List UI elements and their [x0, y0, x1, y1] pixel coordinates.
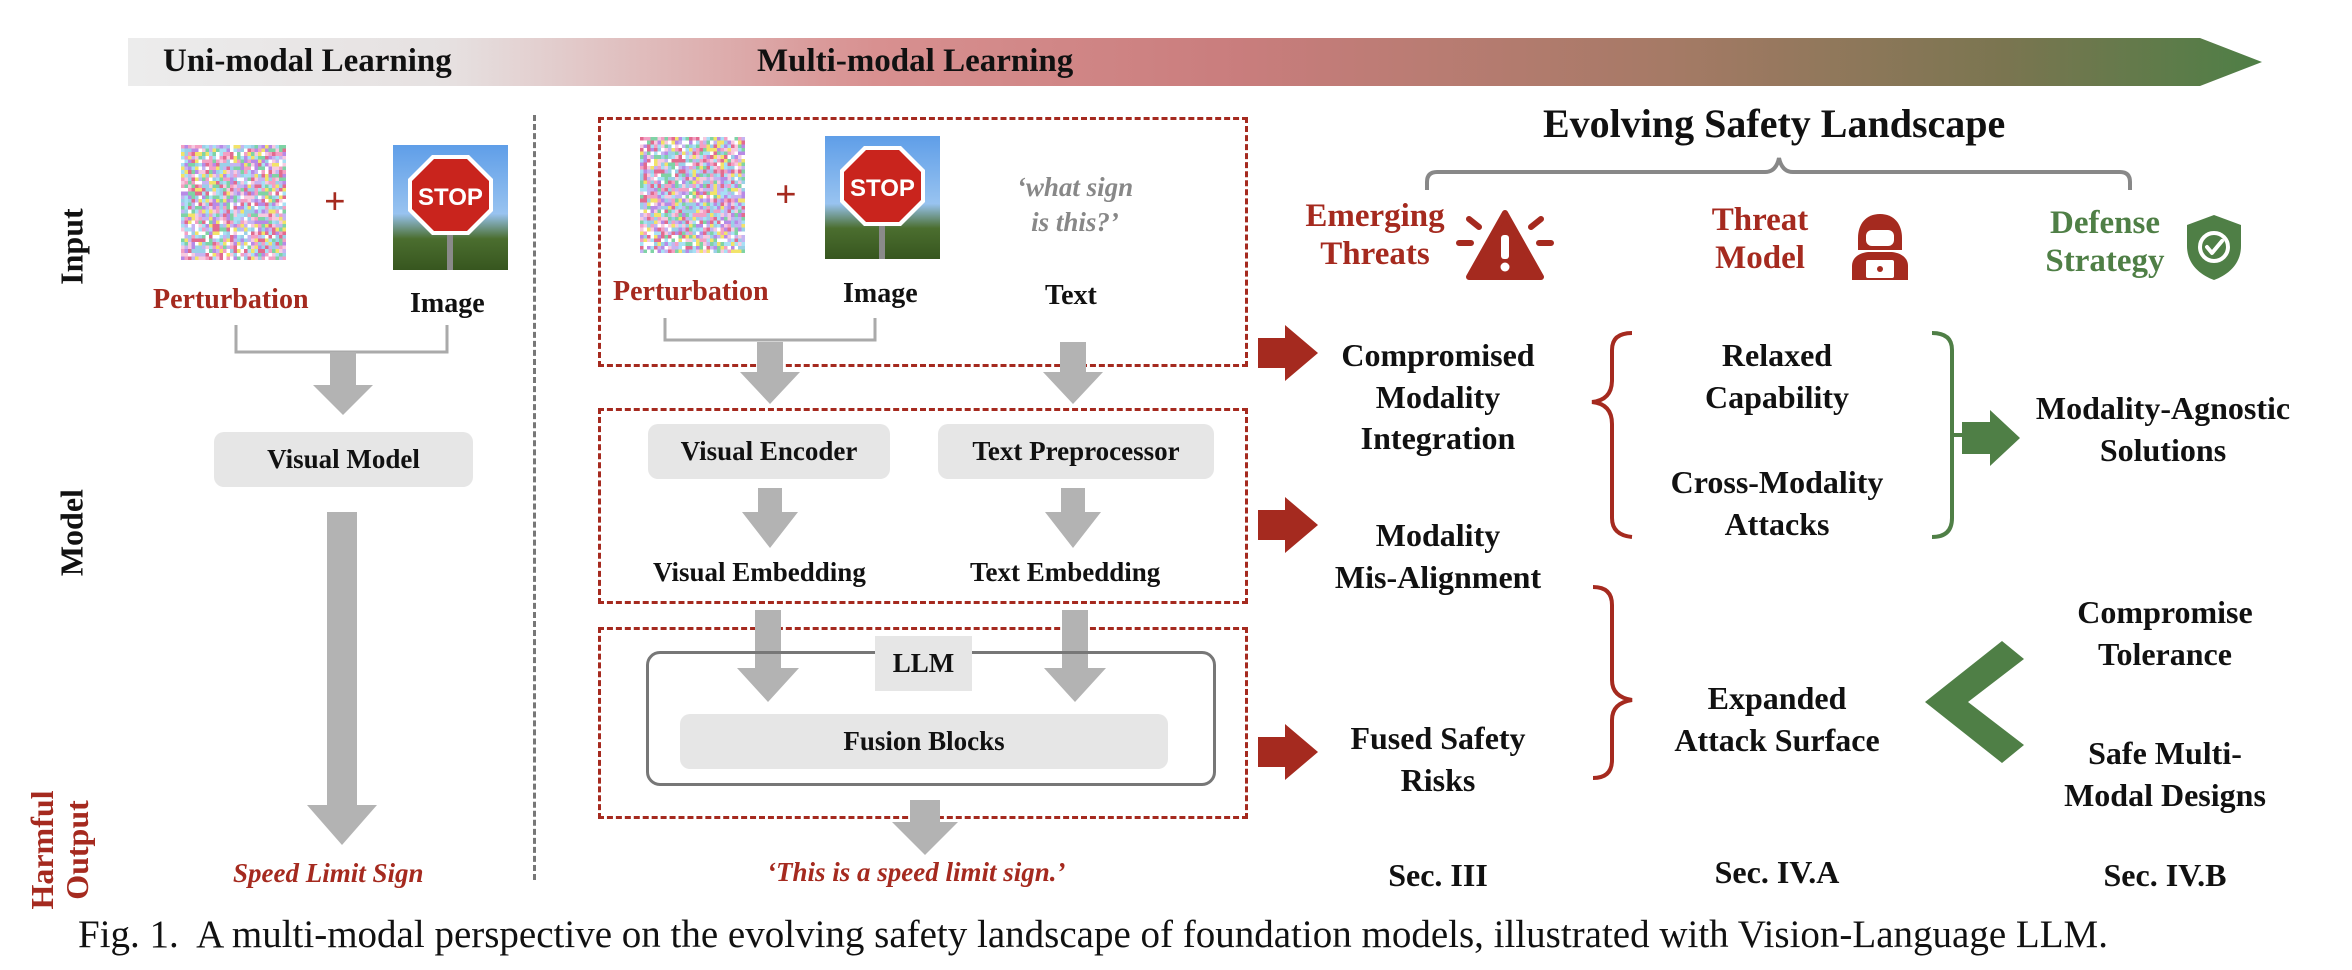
text-embedding-label: Text Embedding [970, 557, 1161, 587]
perturbation-noise-image [181, 145, 286, 260]
threat-model-1-line-1: Relaxed [1721, 337, 1833, 373]
defense-3-line-2: Modal Designs [2064, 776, 2266, 813]
multimodal-plus: + [775, 174, 797, 216]
perturbation-noise-image-2 [640, 137, 745, 253]
threat-model-2-line-2: Attacks [1724, 505, 1830, 542]
stop-sign-image: STOP [393, 145, 508, 270]
defense-1-line-1: Modality-Agnostic [2035, 390, 2291, 426]
unimodal-perturbation-label: Perturbation [153, 284, 309, 315]
multimodal-image-label: Image [843, 278, 918, 309]
figure-caption: Fig. 1. A multi-modal perspective on the… [78, 913, 2108, 956]
threat-item-1-line-2: Modality [1375, 378, 1501, 415]
warning-icon [1456, 210, 1554, 280]
threat-item-misalignment: Modality Mis-Alignment [1318, 515, 1558, 598]
model-dashed-box [598, 408, 1248, 604]
text-query: ‘what sign is this?’ [1000, 170, 1150, 240]
threat-item-2-line-1: Modality [1375, 517, 1501, 553]
shield-check-icon [2187, 215, 2241, 280]
stop-sign-text-2: STOP [850, 175, 915, 202]
threat-model-3-line-1: Expanded [1707, 680, 1847, 716]
defense-2-line-1: Compromise [2077, 594, 2253, 630]
stop-sign-icon-2: STOP [840, 146, 925, 259]
emerging-threats-header-line-1: Emerging [1305, 198, 1445, 234]
visual-encoder-box: Visual Encoder [648, 424, 890, 479]
multimodal-output: ‘This is a speed limit sign.’ [767, 857, 1066, 887]
multimodal-perturbation-label: Perturbation [613, 276, 769, 307]
section-label-threat-model: Sec. IV.A [1714, 854, 1840, 890]
defense-2-line-2: Tolerance [2098, 635, 2232, 672]
threat-model-2-line-1: Cross-Modality [1670, 464, 1884, 500]
emerging-threats-header-line-2: Threats [1320, 235, 1430, 272]
threat-model-1-line-2: Capability [1704, 378, 1850, 415]
threat-model-cross-modality: Cross-Modality Attacks [1652, 462, 1902, 545]
banner-unimodal-label: Uni-modal Learning [163, 43, 452, 79]
text-query-line-1: ‘what sign [1016, 172, 1134, 202]
landscape-title: Evolving Safety Landscape [1543, 101, 2006, 146]
defense-safe-multimodal: Safe Multi- Modal Designs [2030, 733, 2300, 816]
threat-model-header-line-2: Model [1715, 239, 1805, 276]
threat-item-compromised-integration: Compromised Modality Integration [1318, 335, 1558, 460]
stop-sign-icon: STOP [408, 155, 493, 270]
learning-banner [128, 38, 2262, 86]
visual-embedding-label: Visual Embedding [653, 557, 866, 587]
multimodal-text-label: Text [1045, 280, 1097, 311]
threat-item-1-line-3: Integration [1360, 420, 1516, 457]
banner-multimodal-label: Multi-modal Learning [757, 43, 1074, 79]
visual-model-box: Visual Model [214, 432, 473, 487]
threat-model-relaxed-capability: Relaxed Capability [1652, 335, 1902, 418]
fusion-blocks-box: Fusion Blocks [680, 714, 1168, 769]
threat-model-expanded-surface: Expanded Attack Surface [1652, 678, 1902, 761]
section-divider [533, 115, 536, 880]
threat-item-2-line-2: Mis-Alignment [1334, 558, 1542, 595]
threat-item-fused-risks: Fused Safety Risks [1318, 718, 1558, 801]
input-dashed-box [598, 117, 1248, 367]
unimodal-output: Speed Limit Sign [233, 858, 424, 888]
threat-item-3-line-1: Fused Safety [1350, 720, 1526, 756]
defense-strategy-header-line-2: Strategy [2045, 242, 2165, 279]
emerging-threats-header: Emerging Threats [1290, 198, 1460, 274]
text-preprocessor-box: Text Preprocessor [938, 424, 1214, 479]
section-label-threats: Sec. III [1388, 857, 1488, 893]
unimodal-image-label: Image [410, 288, 485, 319]
threat-model-header-line-1: Threat [1711, 202, 1809, 238]
threat-item-1-line-1: Compromised [1341, 337, 1535, 373]
stop-sign-text: STOP [418, 184, 483, 211]
threat-model-header: Threat Model [1680, 202, 1840, 278]
defense-3-line-1: Safe Multi- [2088, 735, 2242, 771]
defense-compromise-tolerance: Compromise Tolerance [2030, 592, 2300, 675]
text-query-line-2: is this?’ [1031, 207, 1119, 238]
stop-sign-image-2: STOP [825, 136, 940, 259]
defense-strategy-header: Defense Strategy [2025, 205, 2185, 281]
threat-model-3-line-2: Attack Surface [1674, 721, 1880, 758]
threat-item-3-line-2: Risks [1400, 761, 1476, 798]
defense-1-line-2: Solutions [2099, 431, 2227, 468]
unimodal-plus: + [324, 181, 346, 223]
section-label-defense: Sec. IV.B [2103, 857, 2227, 893]
defense-modality-agnostic: Modality-Agnostic Solutions [2018, 388, 2308, 471]
llm-label-box: LLM [875, 636, 972, 691]
hacker-icon [1852, 214, 1908, 280]
defense-strategy-header-line-1: Defense [2050, 205, 2160, 241]
